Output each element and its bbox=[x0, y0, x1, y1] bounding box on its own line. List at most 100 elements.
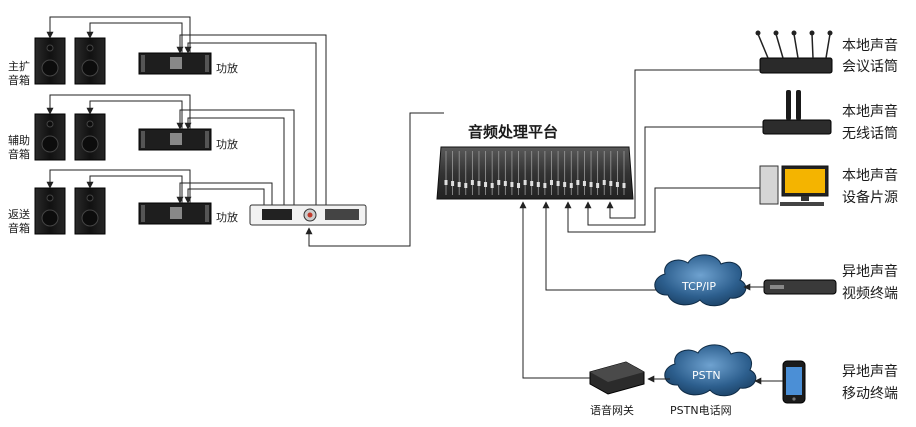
mixer-fader-knob bbox=[457, 182, 461, 187]
processor-display bbox=[262, 209, 292, 220]
processor-indicator bbox=[307, 212, 313, 218]
speaker-tweeter bbox=[86, 194, 94, 202]
amp-handle-left bbox=[141, 55, 145, 72]
mixer-fader-knob bbox=[563, 182, 567, 187]
pc-stand bbox=[801, 196, 809, 201]
tcpip-cloud: TCP/IP bbox=[654, 254, 747, 307]
speaker-woofer bbox=[41, 59, 59, 77]
speaker-label-line2: 音箱 bbox=[8, 73, 30, 87]
source-label-line2: 会议话筒 bbox=[842, 58, 898, 75]
mixer-fader-knob bbox=[477, 181, 481, 186]
source-label-line1: 异地声音 bbox=[842, 263, 898, 280]
mixer-fader-knob bbox=[517, 183, 521, 188]
mixer-fader-knob bbox=[609, 181, 613, 186]
mobile-phone: 异地声音 移动终端 bbox=[782, 360, 898, 404]
source-wiring bbox=[519, 69, 783, 385]
amp-logo bbox=[170, 133, 182, 145]
mixer-fader-knob bbox=[589, 182, 593, 187]
speaker-label-line1: 返送 bbox=[8, 207, 30, 221]
amp-logo bbox=[170, 207, 182, 219]
video-terminal: 异地声音 视频终端 bbox=[763, 263, 898, 302]
source-label-line2: 无线话筒 bbox=[842, 125, 898, 142]
amp-handle-left bbox=[141, 131, 145, 148]
speaker-group-aux: 辅助 音箱 功放 bbox=[8, 113, 238, 161]
source-label-line2: 移动终端 bbox=[842, 386, 898, 402]
amp-handle-right bbox=[205, 205, 209, 222]
source-label-line1: 本地声音 bbox=[842, 103, 898, 120]
speaker-label-line2: 音箱 bbox=[8, 221, 30, 235]
processor-panel bbox=[325, 209, 359, 220]
amp-handle-right bbox=[205, 131, 209, 148]
source-label-line1: 异地声音 bbox=[842, 363, 898, 380]
mixer-to-processor-wire bbox=[305, 112, 444, 247]
speaker-tweeter bbox=[86, 44, 94, 52]
speaker-label-line1: 辅助 bbox=[8, 133, 30, 147]
mixer-fader-knob bbox=[451, 181, 455, 186]
amp-handle-left bbox=[141, 205, 145, 222]
conference-mic-icon bbox=[757, 33, 831, 59]
amp-label: 功放 bbox=[216, 61, 238, 75]
mixer-fader-knob bbox=[503, 181, 507, 186]
mixer-fader-knob bbox=[470, 180, 474, 185]
amp-label: 功放 bbox=[216, 137, 238, 151]
mixer-channel-strips bbox=[444, 151, 626, 195]
wireless-mic-icon bbox=[796, 90, 801, 120]
mixer-fader-knob bbox=[622, 183, 626, 188]
speaker-label-line1: 主扩 bbox=[8, 59, 30, 73]
mixer-fader-knob bbox=[576, 180, 580, 185]
mixer-fader-knob bbox=[497, 180, 501, 185]
source-label-line1: 本地声音 bbox=[842, 37, 898, 54]
speaker-woofer bbox=[41, 135, 59, 153]
mixer-fader-knob bbox=[596, 183, 600, 188]
mixer-fader-knob bbox=[543, 183, 547, 188]
pc-tower bbox=[759, 165, 779, 205]
digital-audio-processor bbox=[249, 204, 367, 226]
pstn-cloud: PSTN PSTN电话网 bbox=[664, 344, 757, 417]
source-label-line2: 视频终端 bbox=[842, 286, 898, 302]
source-label-line2: 设备片源 bbox=[842, 189, 898, 206]
conference-microphone: 本地声音 会议话筒 bbox=[755, 30, 898, 75]
mixer-body bbox=[436, 146, 634, 200]
network-cloud-icon bbox=[664, 344, 757, 397]
mixer-fader-knob bbox=[444, 180, 448, 185]
cloud-label: TCP/IP bbox=[681, 280, 716, 293]
mixer-title: 音频处理平台 bbox=[468, 123, 558, 141]
source-label-line1: 本地声音 bbox=[842, 167, 898, 184]
mixer-fader-knob bbox=[464, 183, 468, 188]
mixer-fader-knob bbox=[556, 181, 560, 186]
conference-mic-base bbox=[759, 57, 833, 74]
speaker-woofer bbox=[81, 59, 99, 77]
speaker-wiring bbox=[46, 16, 327, 206]
mixer-fader-knob bbox=[569, 183, 573, 188]
mixer-fader-knob bbox=[536, 182, 540, 187]
computer-source: 本地声音 设备片源 bbox=[759, 165, 898, 206]
mixer-fader-knob bbox=[523, 180, 527, 185]
speaker-tweeter bbox=[86, 120, 94, 128]
mixer-fader-knob bbox=[615, 182, 619, 187]
mixer-fader-knob bbox=[530, 181, 534, 186]
wireless-mic-icon bbox=[786, 90, 791, 120]
mixer-fader-knob bbox=[490, 183, 494, 188]
speaker-tweeter bbox=[46, 44, 54, 52]
speaker-group-main: 主扩 音箱 功放 bbox=[8, 37, 238, 87]
amp-label: 功放 bbox=[216, 210, 238, 224]
mixer-fader-knob bbox=[549, 180, 553, 185]
cloud-label: PSTN bbox=[692, 369, 721, 382]
speaker-woofer bbox=[81, 209, 99, 227]
mixer-fader-knob bbox=[582, 181, 586, 186]
speaker-group-monitor: 返送 音箱 功放 bbox=[8, 187, 238, 235]
voice-gateway: 语音网关 bbox=[589, 361, 645, 417]
wireless-microphone: 本地声音 无线话筒 bbox=[762, 90, 898, 142]
network-cloud-icon bbox=[654, 254, 747, 307]
audio-mixer: 音频处理平台 bbox=[436, 123, 634, 200]
amp-handle-right bbox=[205, 55, 209, 72]
speaker-woofer bbox=[81, 135, 99, 153]
speaker-woofer bbox=[41, 209, 59, 227]
gateway-label: 语音网关 bbox=[590, 403, 634, 417]
speaker-label-line2: 音箱 bbox=[8, 147, 30, 161]
mixer-fader-knob bbox=[602, 180, 606, 185]
amp-logo bbox=[170, 57, 182, 69]
mixer-fader-knob bbox=[510, 182, 514, 187]
mixer-fader-knob bbox=[484, 182, 488, 187]
